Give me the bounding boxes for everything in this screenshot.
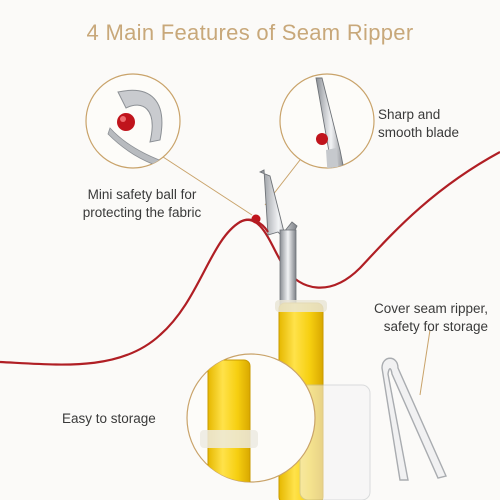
- detail-circle-storage: [186, 353, 316, 483]
- feature-cover-line1: Cover seam ripper,: [373, 301, 488, 316]
- feature-safety-ball-line2: protecting the fabric: [82, 205, 202, 220]
- feature-safety-ball-label: Mini safety ball for protecting the fabr…: [62, 186, 222, 222]
- cover-cap-illustration: [381, 357, 447, 481]
- feature-cover-line2: safety for storage: [383, 319, 488, 334]
- feature-storage-line1: Easy to storage: [62, 411, 156, 426]
- feature-safety-ball-line1: Mini safety ball for: [87, 187, 197, 202]
- feature-blade-line2: smooth blade: [378, 125, 460, 140]
- ripper-blade: [251, 169, 298, 307]
- feature-blade-line1: Sharp and: [378, 107, 441, 122]
- feature-blade-label: Sharp and smooth blade: [378, 106, 488, 142]
- feature-cover-label: Cover seam ripper, safety for storage: [300, 300, 488, 336]
- detail-circle-blade: [279, 73, 375, 169]
- page-title: 4 Main Features of Seam Ripper: [86, 20, 414, 45]
- thread-illustration: [0, 151, 500, 366]
- feature-storage-label: Easy to storage: [62, 410, 202, 428]
- detail-circle-ball: [85, 73, 181, 169]
